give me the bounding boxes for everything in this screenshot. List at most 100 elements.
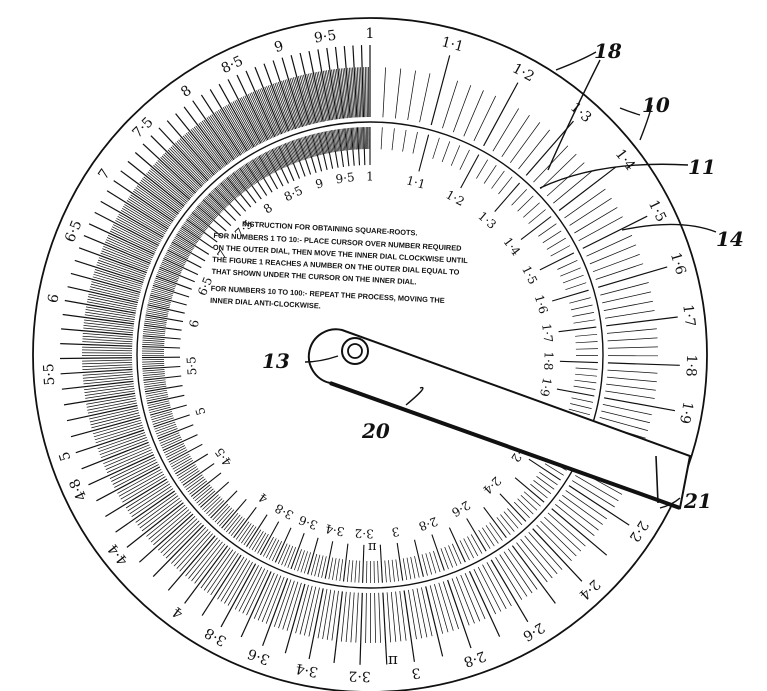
scale-tick <box>495 557 523 600</box>
outer-scale-label: 3·6 <box>245 645 272 668</box>
pivot-knob[interactable] <box>341 337 369 365</box>
scale-tick <box>569 197 612 226</box>
scale-tick <box>200 547 231 589</box>
scale-tick <box>236 169 251 188</box>
scale-tick <box>222 107 250 151</box>
scale-tick <box>251 531 264 551</box>
scale-tick <box>287 142 297 163</box>
scale-tick <box>263 63 290 132</box>
scale-tick <box>82 366 133 370</box>
scale-tick <box>330 130 335 153</box>
outer-scale-label: 4·8 <box>67 476 91 503</box>
outer-scale-label: 1·3 <box>567 99 594 126</box>
scale-tick <box>308 587 320 637</box>
scale-tick <box>148 507 188 540</box>
scale-tick <box>165 522 202 559</box>
scale-tick <box>322 131 328 154</box>
scale-tick <box>127 198 171 227</box>
scale-tick <box>166 447 187 458</box>
scale-tick <box>440 548 449 570</box>
scale-tick <box>234 565 259 610</box>
inner-scale-label: 1·9 <box>537 376 554 397</box>
scale-tick <box>198 490 216 506</box>
scale-tick <box>250 160 263 180</box>
inner-scale-label: 3 <box>391 524 401 539</box>
cursor-arm[interactable] <box>307 328 692 510</box>
scale-tick <box>238 168 252 188</box>
scale-tick <box>286 79 302 128</box>
scale-tick <box>100 200 164 238</box>
scale-tick <box>181 470 200 484</box>
scale-tick <box>207 194 224 211</box>
scale-tick <box>542 230 562 244</box>
scale-tick <box>406 557 412 580</box>
scale-tick <box>89 288 139 301</box>
scale-tick <box>324 70 334 120</box>
scale-tick <box>221 498 247 529</box>
scale-tick <box>124 204 168 231</box>
scale-tick <box>523 491 541 507</box>
scale-tick <box>578 216 623 242</box>
scale-tick <box>332 558 337 580</box>
scale-tick <box>156 428 178 437</box>
scale-tick <box>242 96 266 142</box>
scale-tick <box>84 319 134 327</box>
scale-tick <box>106 451 153 473</box>
scale-tick <box>247 162 260 182</box>
scale-tick <box>83 327 134 334</box>
scale-tick <box>244 164 258 184</box>
scale-tick <box>483 82 519 147</box>
scale-tick <box>395 68 402 119</box>
scale-tick <box>331 130 339 168</box>
scale-tick <box>137 495 179 526</box>
scale-tick <box>414 556 420 578</box>
scale-tick <box>232 101 258 146</box>
scale-tick <box>322 70 332 121</box>
scale-tick <box>410 556 416 579</box>
scale-tick <box>144 385 167 390</box>
scale-tick <box>105 478 168 518</box>
scale-tick <box>476 159 489 179</box>
scale-tick <box>98 257 147 275</box>
scale-tick <box>524 535 558 575</box>
scale-tick <box>194 208 213 224</box>
scale-tick <box>573 319 596 324</box>
scale-tick <box>184 134 218 174</box>
scale-tick <box>199 203 217 219</box>
scale-tick <box>224 560 251 604</box>
scale-tick <box>84 383 134 391</box>
scale-tick <box>169 148 205 185</box>
scale-tick <box>93 422 142 438</box>
scale-tick <box>134 188 176 219</box>
scale-tick <box>265 538 277 559</box>
scale-tick <box>539 252 575 271</box>
inner-scale-label: 3·8 <box>273 501 296 522</box>
scale-tick <box>283 143 293 165</box>
scale-tick <box>206 117 236 160</box>
scale-tick <box>245 70 276 138</box>
scale-tick <box>132 190 175 220</box>
scale-tick <box>85 309 136 318</box>
scale-tick <box>314 554 321 577</box>
outer-scale-label: 3·4 <box>294 660 319 680</box>
scale-tick <box>159 434 181 444</box>
scale-tick <box>308 73 320 123</box>
scale-tick <box>517 498 534 515</box>
scale-tick <box>179 468 199 481</box>
scale-tick <box>212 503 229 521</box>
scale-tick <box>270 149 281 170</box>
scale-tick <box>90 412 140 426</box>
scale-tick <box>575 373 598 377</box>
scale-tick <box>147 171 187 204</box>
scale-tick <box>606 376 657 383</box>
inner-scale-label: 6 <box>187 319 202 329</box>
scale-tick <box>112 461 158 485</box>
scale-tick <box>217 556 245 600</box>
scale-tick <box>347 67 352 118</box>
scale-tick <box>169 246 189 258</box>
scale-tick <box>209 89 248 152</box>
scale-tick <box>511 189 527 206</box>
scale-tick <box>532 528 583 582</box>
scale-tick <box>84 314 135 323</box>
scale-tick <box>172 457 192 470</box>
